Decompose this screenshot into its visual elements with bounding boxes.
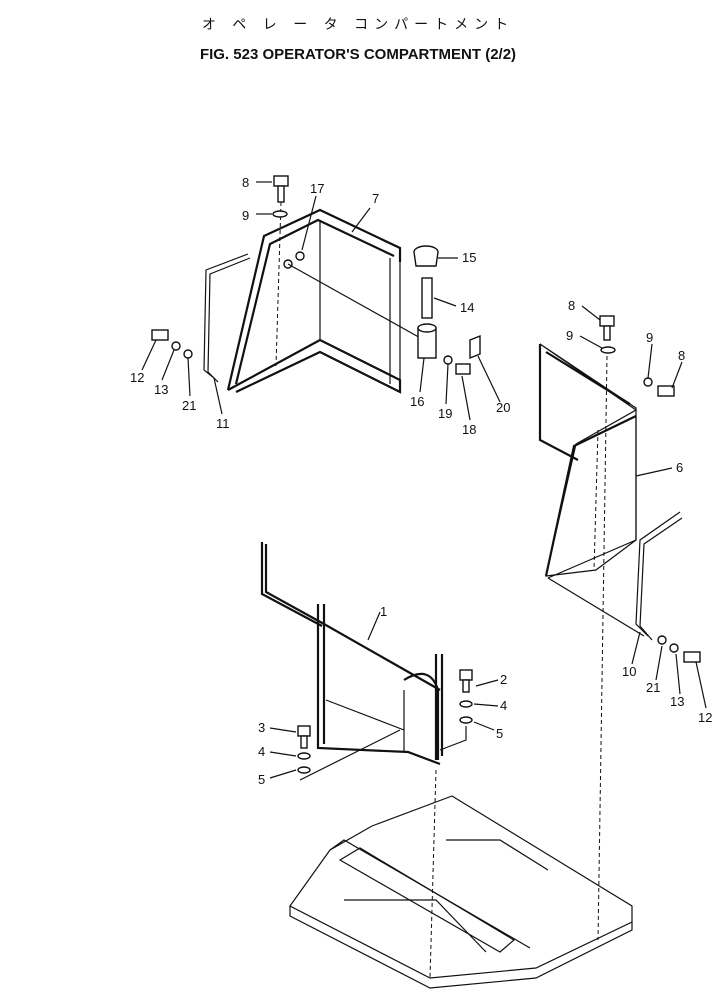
part-6-right-panel <box>538 343 638 579</box>
callout-13-right: 13 <box>670 694 684 709</box>
part-9-washer-top-left <box>272 210 288 218</box>
part-14-tube <box>421 277 433 319</box>
callout-1: 1 <box>380 604 387 619</box>
callout-12: 12 <box>130 370 144 385</box>
part-13-washer-right <box>669 643 679 653</box>
callout-9-right-2: 9 <box>646 330 653 345</box>
callout-labels: 8 9 17 7 15 14 12 13 21 11 16 19 18 20 8… <box>130 175 712 787</box>
part-9-washer-right <box>600 346 616 354</box>
part-3-bolt-shank <box>300 735 308 749</box>
part-20-bracket <box>469 334 481 360</box>
part-11-rod <box>203 253 251 383</box>
callout-8: 8 <box>242 175 249 190</box>
callout-18: 18 <box>462 422 476 437</box>
callout-9-right: 9 <box>566 328 573 343</box>
callout-11: 11 <box>216 416 230 431</box>
callout-9: 9 <box>242 208 249 223</box>
part-18-bolt <box>455 363 471 375</box>
part-21-washer-right <box>657 635 667 645</box>
callout-4-right: 4 <box>500 698 507 713</box>
part-2-bolt-shank <box>462 679 470 693</box>
callout-3: 3 <box>258 720 265 735</box>
callout-10: 10 <box>622 664 636 679</box>
callout-19: 19 <box>438 406 452 421</box>
part-3-bolt <box>297 725 311 737</box>
callout-5-left: 5 <box>258 772 265 787</box>
part-7-left-panel <box>226 208 402 394</box>
part-15-cap <box>413 245 439 267</box>
callout-12-right: 12 <box>698 710 712 725</box>
part-1-frame <box>260 542 444 781</box>
part-12-bolt-left <box>151 329 169 341</box>
callout-6: 6 <box>676 460 683 475</box>
callout-21-right: 21 <box>646 680 660 695</box>
title-japanese: オ ペ レ ー タ コンパートメント <box>201 17 515 33</box>
part-9-washer-right-2 <box>643 377 653 387</box>
floor-plate <box>289 769 633 989</box>
callout-4-left: 4 <box>258 744 265 759</box>
part-19-washer <box>443 355 453 365</box>
part-2-bolt <box>459 669 473 681</box>
callout-2: 2 <box>500 672 507 687</box>
callout-5-right: 5 <box>496 726 503 741</box>
callout-15: 15 <box>462 250 476 265</box>
callout-8-right-2: 8 <box>678 348 685 363</box>
part-13-washer-left <box>171 341 181 351</box>
part-8-bolt-right <box>657 385 675 397</box>
leader-lines <box>141 181 707 779</box>
part-12-bolt-right <box>683 651 701 663</box>
part-8-bolt-right-top <box>597 315 615 941</box>
callout-16: 16 <box>410 394 424 409</box>
part-21-washer-left <box>183 349 193 359</box>
part-5-washer-left <box>297 766 311 774</box>
part-4-washer-left <box>297 752 311 760</box>
callout-17: 17 <box>310 181 324 196</box>
part-8-bolt-top-left <box>273 175 289 367</box>
callout-20: 20 <box>496 400 510 415</box>
part-10-rod <box>635 511 683 641</box>
figure-title: FIG. 523 OPERATOR'S COMPARTMENT (2/2) <box>199 46 517 63</box>
part-16-holder <box>417 323 437 359</box>
callout-14: 14 <box>460 300 474 315</box>
callout-8-right: 8 <box>568 298 575 313</box>
callout-21: 21 <box>182 398 196 413</box>
part-4-washer-right <box>459 700 473 708</box>
part-5-washer-right <box>459 716 473 724</box>
callout-13: 13 <box>154 382 168 397</box>
part-17-stud <box>295 251 305 261</box>
callout-7: 7 <box>372 191 379 206</box>
